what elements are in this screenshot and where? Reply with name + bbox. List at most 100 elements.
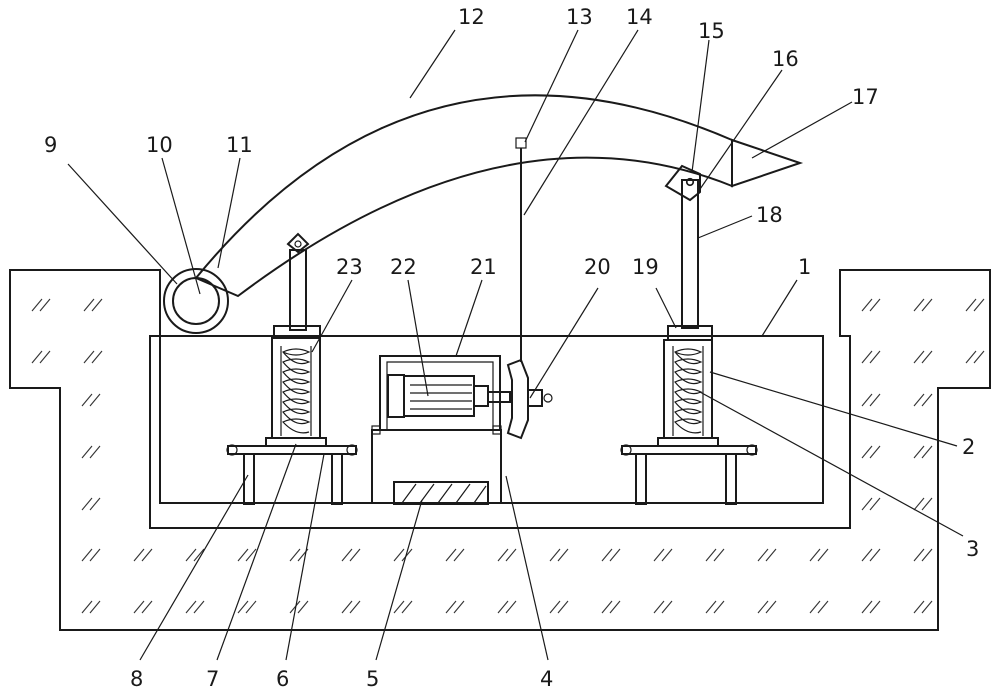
callout-2: 2 xyxy=(962,435,975,459)
hatch-mark xyxy=(549,600,561,614)
hatch-mark xyxy=(913,600,925,614)
callout-13: 13 xyxy=(566,5,593,29)
hatch-mark xyxy=(869,497,881,511)
hatch-mark xyxy=(289,548,301,562)
hatch-mark xyxy=(757,548,769,562)
right-base-plate xyxy=(657,437,719,447)
callout-12: 12 xyxy=(458,5,485,29)
callout-8: 8 xyxy=(130,667,143,691)
hatch-mark xyxy=(81,548,93,562)
hatch-mark xyxy=(973,298,985,312)
hatch-mark xyxy=(341,600,353,614)
callout-3: 3 xyxy=(966,537,979,561)
right-leg-b xyxy=(725,453,737,505)
hatch-mark xyxy=(861,445,873,459)
hatch-mark xyxy=(497,600,509,614)
hatch-mark xyxy=(89,393,101,407)
hatch-mark xyxy=(341,548,353,562)
hatch-mark xyxy=(245,548,257,562)
hatch-mark xyxy=(81,393,93,407)
hatch-mark xyxy=(505,548,517,562)
callout-22: 22 xyxy=(390,255,417,279)
hatch-mark xyxy=(861,497,873,511)
foundation-body xyxy=(9,269,991,631)
hatch-mark xyxy=(921,445,933,459)
hatch-mark xyxy=(31,298,43,312)
hatch-mark xyxy=(913,497,925,511)
hatch-mark xyxy=(349,600,361,614)
hatch-mark xyxy=(609,548,621,562)
hatch-mark xyxy=(661,600,673,614)
callout-6: 6 xyxy=(276,667,289,691)
hatch-mark xyxy=(549,548,561,562)
hatch-mark xyxy=(861,393,873,407)
left-support-assembly xyxy=(226,232,358,505)
callout-16: 16 xyxy=(772,47,799,71)
hatch-mark xyxy=(91,350,103,364)
hatch-mark xyxy=(913,350,925,364)
hatch-mark xyxy=(921,298,933,312)
hatch-mark xyxy=(557,548,569,562)
hatch-mark xyxy=(765,600,777,614)
callout-21: 21 xyxy=(470,255,497,279)
right-leg-a xyxy=(635,453,647,505)
hatch-mark xyxy=(913,445,925,459)
hatch-mark xyxy=(973,350,985,364)
hatch-mark xyxy=(81,600,93,614)
hatch-mark xyxy=(237,600,249,614)
hatch-mark xyxy=(83,298,95,312)
hatch-mark xyxy=(91,298,103,312)
inner-housing xyxy=(159,335,824,504)
hatch-mark xyxy=(89,548,101,562)
hatch-mark xyxy=(965,350,977,364)
motor xyxy=(387,374,511,418)
hatch-mark xyxy=(601,600,613,614)
hatch-mark xyxy=(705,600,717,614)
hatch-mark xyxy=(869,350,881,364)
callout-labels: 1 2 3 4 5 6 7 8 9 10 11 12 13 14 15 16 1… xyxy=(44,5,979,691)
hatch-mark xyxy=(445,600,457,614)
hatch-mark xyxy=(89,445,101,459)
hatch-mark xyxy=(913,393,925,407)
hatch-mark xyxy=(705,548,717,562)
left-leg-b xyxy=(331,453,343,505)
hatch-mark xyxy=(713,548,725,562)
cam-wheel xyxy=(506,358,553,440)
hatch-mark xyxy=(141,600,153,614)
nozzle xyxy=(731,138,804,188)
hinge-joint xyxy=(664,164,701,202)
hatch-mark xyxy=(861,600,873,614)
right-push-rod xyxy=(681,179,699,329)
hatch-mark xyxy=(869,298,881,312)
leader-lines xyxy=(67,29,964,661)
callout-11: 11 xyxy=(226,133,253,157)
hatch-mark xyxy=(921,393,933,407)
hatch-mark xyxy=(133,600,145,614)
hatch-mark xyxy=(921,497,933,511)
hatch-mark xyxy=(965,298,977,312)
callout-15: 15 xyxy=(698,19,725,43)
hatch-mark xyxy=(809,548,821,562)
callout-1: 1 xyxy=(798,255,811,279)
hatch-mark xyxy=(497,548,509,562)
hatch-mark xyxy=(809,600,821,614)
hatch-mark xyxy=(921,350,933,364)
hatch-mark xyxy=(39,298,51,312)
hatch-mark xyxy=(245,600,257,614)
left-leg-a xyxy=(243,453,255,505)
hatch-mark xyxy=(31,350,43,364)
hatch-mark xyxy=(861,350,873,364)
callout-9: 9 xyxy=(44,133,57,157)
hatch-mark xyxy=(453,600,465,614)
hatch-mark xyxy=(713,600,725,614)
hatch-mark xyxy=(869,445,881,459)
hatch-mark xyxy=(869,393,881,407)
hatch-mark xyxy=(653,600,665,614)
hatch-mark xyxy=(401,600,413,614)
hatch-mark xyxy=(185,548,197,562)
callout-5: 5 xyxy=(366,667,379,691)
damping-block xyxy=(393,481,489,505)
hatch-mark xyxy=(861,298,873,312)
hatch-mark xyxy=(193,600,205,614)
